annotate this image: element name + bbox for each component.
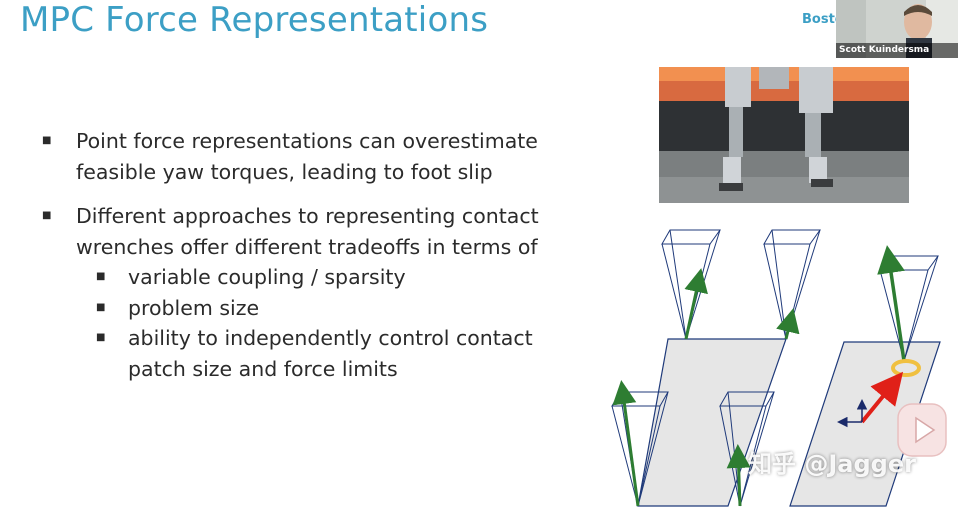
force-representation-diagram [611,229,947,507]
watermark: 知乎 @Jagger [748,450,916,478]
bullet-list: ■ Point force representations can overes… [40,126,580,384]
webcam-name-label: Scott Kuindersma [836,43,958,58]
slide-title: MPC Force Representations [20,0,489,40]
bullet-item: ■ Different approaches to representing c… [40,201,580,262]
bullet-text: Different approaches to representing con… [76,204,539,259]
sub-bullet-marker: ■ [96,332,106,343]
sub-bullet-text: variable coupling / sparsity [128,265,406,289]
player-icon[interactable] [897,403,947,457]
sub-bullet-marker: ■ [96,301,106,313]
sub-bullet-text: ability to independently control contact… [128,326,533,381]
sub-bullet-marker: ■ [96,271,106,282]
sub-bullet-item: ■ problem size [40,293,580,324]
robot-video[interactable] [659,67,909,203]
point-force-patch [611,229,821,507]
bullet-marker: ■ [42,210,52,221]
sub-bullet-item: ■ ability to independently control conta… [40,323,580,384]
webcam-thumbnail[interactable]: Scott Kuindersma [836,0,958,58]
bullet-marker: ■ [42,135,52,146]
wrench-patch [789,245,941,507]
robot-video-frame [659,67,909,203]
sub-bullet-text: problem size [128,295,260,320]
sub-bullet-item: ■ variable coupling / sparsity [40,262,580,293]
bullet-item: ■ Point force representations can overes… [40,126,580,187]
bullet-text: Point force representations can overesti… [76,129,538,184]
logo-text: Bosto [802,12,844,27]
